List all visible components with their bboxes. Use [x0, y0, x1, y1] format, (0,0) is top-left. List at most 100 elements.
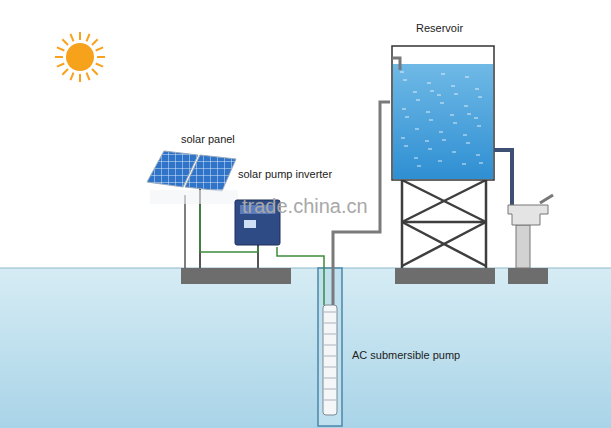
sparkle: [463, 135, 467, 136]
part-label: solar panel: [181, 133, 235, 146]
sparkle: [437, 95, 441, 96]
sparkle: [452, 152, 456, 153]
pump-rib: [324, 367, 336, 368]
pump-rib: [324, 378, 336, 379]
inverter-pole: [257, 245, 259, 268]
sparkle: [415, 129, 419, 130]
sun-ray: [79, 74, 81, 82]
part-label: Reservoir: [416, 22, 463, 35]
concrete-base: [181, 268, 291, 284]
pump-unit: AC submersible pump: [318, 305, 478, 415]
sun: [55, 32, 105, 82]
sun-ray: [96, 47, 103, 50]
sparkle: [478, 97, 482, 98]
sparkle: [442, 140, 446, 141]
tower-brace: [402, 222, 486, 266]
sparkle: [405, 117, 409, 118]
part-label: solar pump inverter: [238, 168, 332, 181]
inverter-display: [244, 220, 256, 228]
sparkle: [401, 138, 405, 139]
sparkle: [453, 123, 457, 124]
reservoir-water: [393, 64, 493, 179]
sun-ray: [57, 64, 64, 67]
sparkle: [441, 74, 445, 75]
sun-ray: [70, 34, 73, 41]
sparkle: [402, 109, 406, 110]
tap: [508, 205, 548, 225]
sun-ray: [97, 56, 105, 58]
pump-rib: [324, 345, 336, 346]
well-shaft: [318, 268, 342, 426]
tower-leg: [401, 180, 404, 268]
pump-cable: [277, 247, 324, 305]
sparkle: [462, 164, 466, 165]
sparkle: [414, 158, 418, 159]
sparkle: [451, 86, 455, 87]
inlet-pipe: [392, 58, 400, 70]
sun-ray: [57, 47, 64, 50]
watermark: trade.china.cn: [242, 195, 368, 218]
groundwater: [0, 268, 611, 428]
panel-shadow: [150, 190, 238, 204]
sparkle: [413, 92, 417, 93]
tower-brace: [402, 180, 486, 222]
sun-ray: [96, 64, 103, 67]
pump-rib: [324, 334, 336, 335]
pump-rib: [324, 400, 336, 401]
sparkle: [426, 112, 430, 113]
sparkle: [476, 155, 480, 156]
reservoir-tank: [392, 46, 494, 180]
concrete-base: [508, 268, 548, 284]
sun-ray: [55, 56, 63, 58]
sparkle: [475, 89, 479, 90]
pump-rib: [324, 323, 336, 324]
sun-disc: [66, 43, 94, 71]
sun-ray: [92, 39, 98, 45]
reservoir-unit: Reservoir: [390, 22, 496, 182]
tower-brace: [402, 180, 486, 222]
sun-ray: [87, 73, 90, 80]
outlet-pipe: [494, 150, 512, 205]
tap-handle: [540, 195, 553, 203]
sun-ray: [92, 69, 98, 75]
water-sparkles: [400, 72, 483, 166]
sparkle: [427, 83, 431, 84]
sparkle: [425, 141, 429, 142]
tap-post: [516, 225, 530, 268]
sun-ray: [62, 39, 68, 45]
solar-panel: [185, 155, 236, 191]
tower-beam: [402, 221, 486, 224]
sparkle: [464, 106, 468, 107]
sparkle: [417, 166, 421, 167]
sun-ray: [70, 73, 73, 80]
pump-ribs: [324, 312, 336, 400]
pump-rib: [324, 389, 336, 390]
sparkle: [429, 120, 433, 121]
submersible-pump: [323, 305, 337, 415]
tower-leg: [485, 180, 488, 268]
sparkle: [416, 100, 420, 101]
concrete-base: [395, 268, 495, 284]
sun-ray: [87, 34, 90, 41]
sun-ray: [62, 69, 68, 75]
sun-ray: [79, 32, 81, 40]
sparkle: [474, 118, 478, 119]
sparkle: [400, 72, 404, 73]
sparkle: [466, 143, 470, 144]
sparkle: [403, 80, 407, 81]
sparkle: [450, 115, 454, 116]
tower-brace: [402, 222, 486, 266]
sparkle: [404, 146, 408, 147]
sparkle: [440, 103, 444, 104]
sparkle: [439, 132, 443, 133]
sparkle: [477, 126, 481, 127]
sparkle: [479, 163, 483, 164]
sparkle: [428, 149, 432, 150]
tower-frame: [402, 180, 486, 268]
sparkle: [467, 114, 471, 115]
solar-panel-unit: solar panel: [145, 133, 240, 205]
panel-pole: [184, 195, 186, 268]
sparkle: [465, 77, 469, 78]
sparkle: [438, 161, 442, 162]
sparkle: [430, 91, 434, 92]
